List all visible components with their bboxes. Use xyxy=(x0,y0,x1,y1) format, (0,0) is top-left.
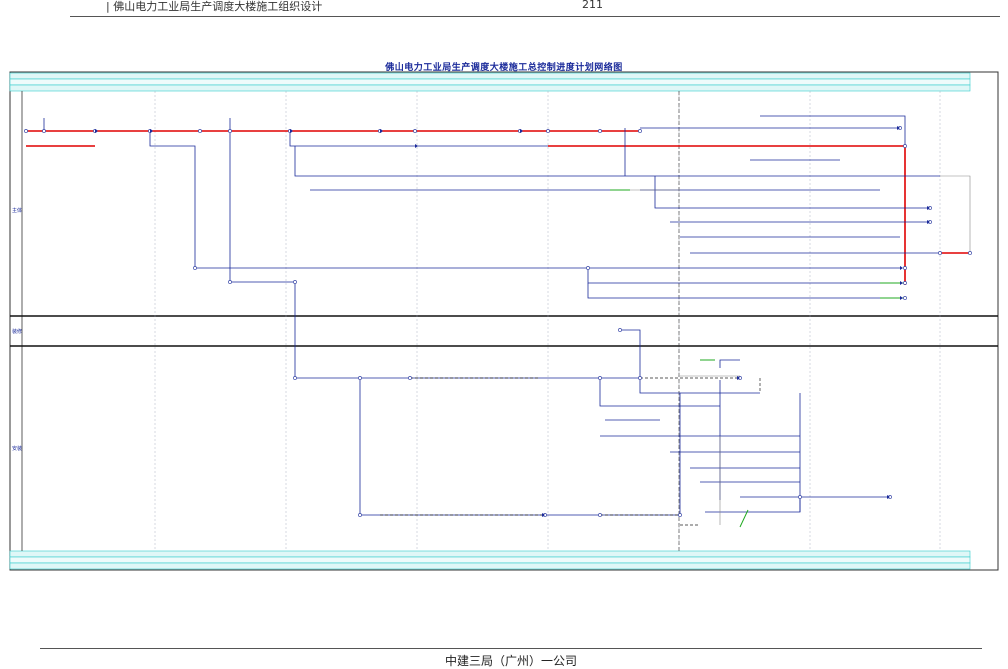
arrowheads xyxy=(95,126,930,517)
timeline-band-bottom-2 xyxy=(9,556,971,564)
critical-path xyxy=(26,130,970,285)
page-number: 211 xyxy=(582,0,603,11)
company-name: 中建三局（广州）一公司 xyxy=(444,654,577,668)
event-nodes xyxy=(24,126,972,517)
section-label-structure: 主体 xyxy=(12,207,22,214)
section-label-finishing: 装修 xyxy=(12,328,22,335)
diagram-title: 佛山电力工业局生产调度大楼施工总控制进度计划网络图 xyxy=(385,63,623,73)
timeline-band-months xyxy=(9,78,971,86)
timeline-band-days xyxy=(9,84,971,92)
page-footer: 中建三局（广州）一公司 xyxy=(40,648,982,668)
section-label-installation: 安装 xyxy=(12,445,22,452)
free-float-lines xyxy=(610,189,905,528)
page-header: | 佛山电力工业局生产调度大楼施工组织设计 211 xyxy=(70,0,1000,17)
timeline-band-bottom-3 xyxy=(9,562,971,570)
diagram-frame xyxy=(9,71,999,571)
timeline-band-bottom xyxy=(9,550,971,558)
timeline-band-top xyxy=(9,72,971,80)
gray-connectors xyxy=(630,175,971,525)
document-title: | 佛山电力工业局生产调度大楼施工组织设计 xyxy=(106,0,323,13)
dummy-activities xyxy=(380,377,761,526)
